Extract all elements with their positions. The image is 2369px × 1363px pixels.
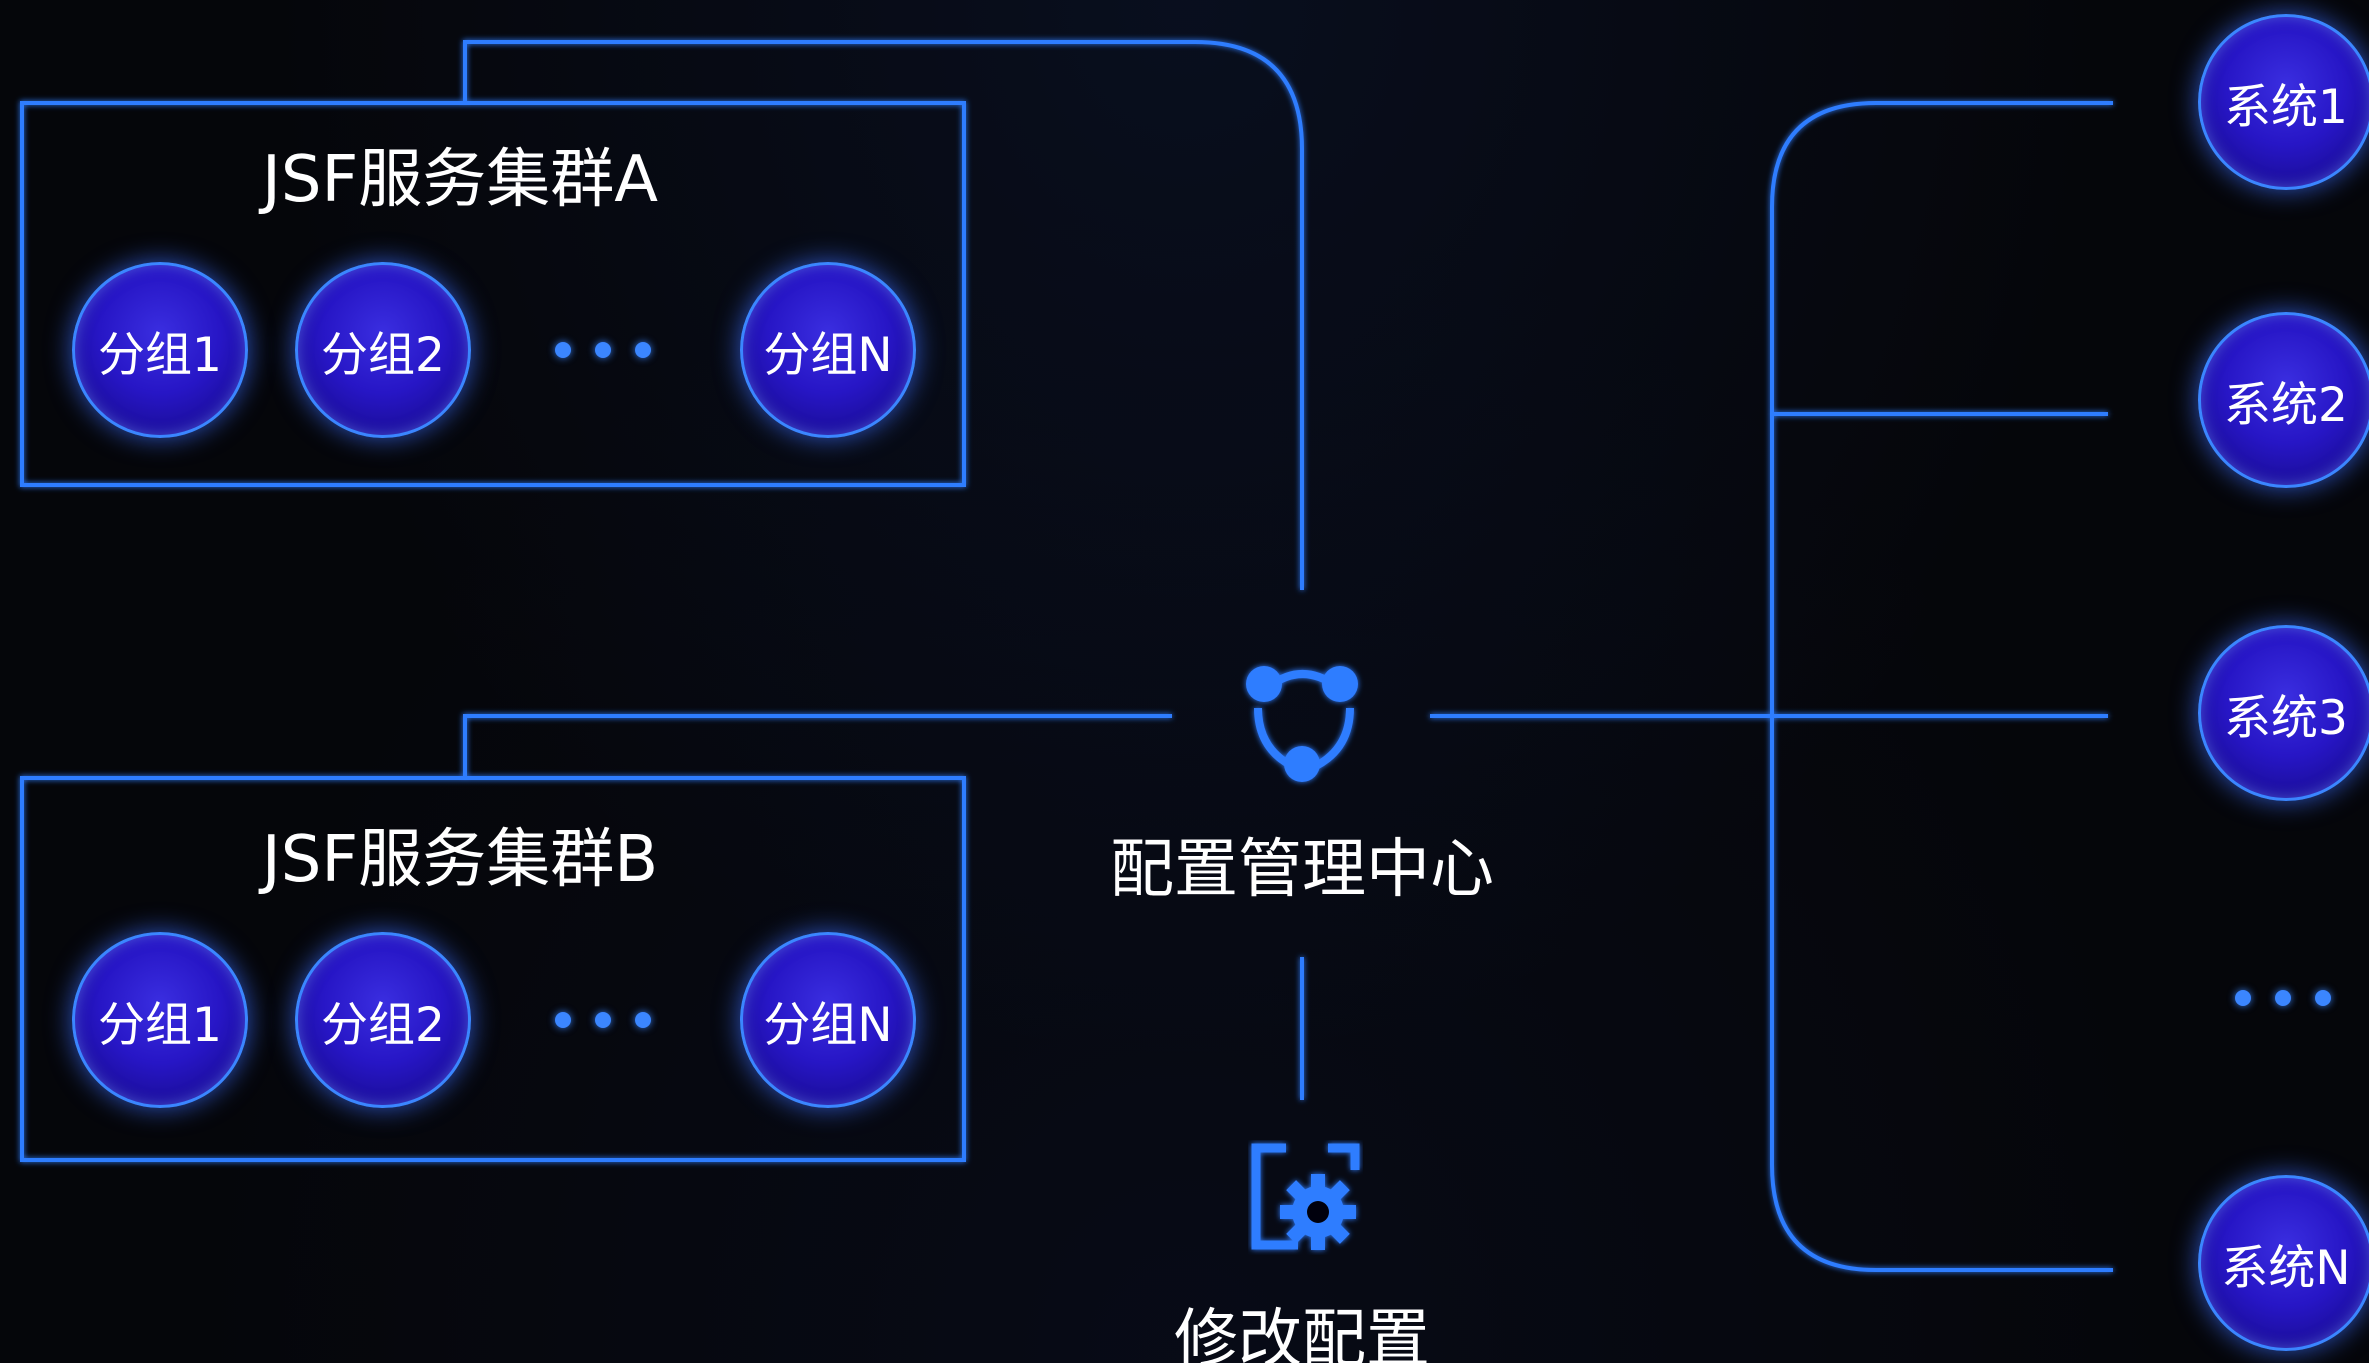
center-label: 配置管理中心 <box>1110 833 1494 907</box>
system-3[interactable]: 系统3 <box>2198 625 2369 801</box>
system-2[interactable]: 系统2 <box>2198 312 2369 488</box>
cluster-a-title: JSF服务集群A <box>261 143 659 217</box>
cluster-b-ellipsis <box>555 1012 651 1028</box>
settings-gear-icon[interactable] <box>1248 1140 1363 1255</box>
cluster-a-group-2[interactable]: 分组2 <box>295 262 471 438</box>
system-1[interactable]: 系统1 <box>2198 14 2369 190</box>
systems-ellipsis <box>2235 990 2331 1006</box>
cluster-b-box <box>20 776 966 1162</box>
cluster-a-box <box>20 101 966 487</box>
share-network-icon[interactable] <box>1232 648 1372 788</box>
cluster-a-group-1[interactable]: 分组1 <box>72 262 248 438</box>
cluster-b-title: JSF服务集群B <box>261 823 659 897</box>
systems-bus <box>1770 101 2113 1272</box>
cluster-b-group-2[interactable]: 分组2 <box>295 932 471 1108</box>
cluster-a-ellipsis <box>555 342 651 358</box>
modify-label: 修改配置 <box>1174 1303 1430 1363</box>
link-cluster-b-center <box>463 714 1172 778</box>
cluster-a-group-n[interactable]: 分组N <box>740 262 916 438</box>
cluster-b-group-n[interactable]: 分组N <box>740 932 916 1108</box>
link-cluster-a-center <box>463 40 1304 590</box>
cluster-b-group-1[interactable]: 分组1 <box>72 932 248 1108</box>
system-n[interactable]: 系统N <box>2198 1175 2369 1351</box>
